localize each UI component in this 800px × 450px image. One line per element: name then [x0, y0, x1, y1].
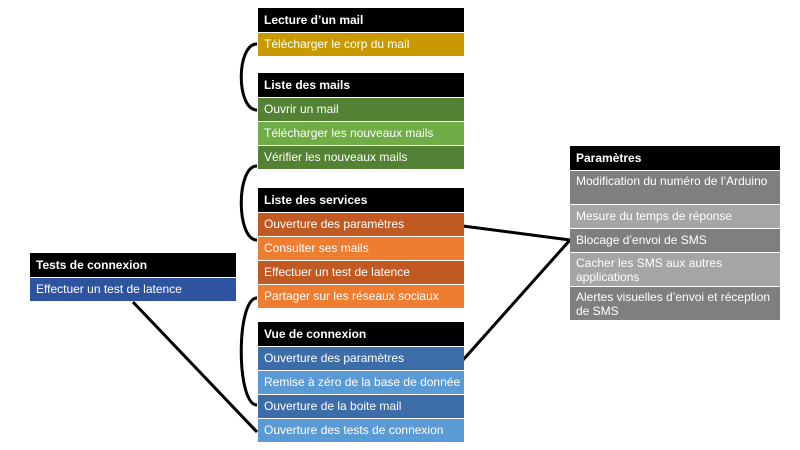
- connexion-item-boite-mail[interactable]: Ouverture de la boite mail: [258, 395, 464, 418]
- connexion-item-parametres[interactable]: Ouverture des paramètres: [258, 347, 464, 370]
- box-liste-services: Liste des services Ouverture des paramèt…: [258, 188, 464, 308]
- liste-mails-item-telecharger[interactable]: Télécharger les nouveaux mails: [258, 122, 464, 145]
- parametres-item-alertes-sms[interactable]: Alertes visuelles d’envoi et réception d…: [570, 287, 780, 320]
- parametres-item-temps-reponse[interactable]: Mesure du temps de réponse: [570, 205, 780, 228]
- connector-lecture-to-ouvrir: [239, 42, 258, 112]
- box-tests-connexion-title: Tests de connexion: [30, 253, 236, 277]
- box-lecture-mail: Lecture d’un mail Télécharger le corp du…: [258, 8, 464, 56]
- box-liste-mails: Liste des mails Ouvrir un mail Télécharg…: [258, 73, 464, 169]
- parametres-item-cacher-sms[interactable]: Cacher les SMS aux autres applications: [570, 253, 780, 286]
- tests-item-latence[interactable]: Effectuer un test de latence: [30, 278, 236, 301]
- lecture-item-telecharger-corps[interactable]: Télécharger le corp du mail: [258, 33, 464, 56]
- box-lecture-mail-title: Lecture d’un mail: [258, 8, 464, 32]
- services-item-partager[interactable]: Partager sur les réseaux sociaux: [258, 285, 464, 308]
- box-parametres: Paramètres Modification du numéro de l’A…: [570, 146, 780, 320]
- box-vue-connexion-title: Vue de connexion: [258, 322, 464, 346]
- parametres-item-blocage-sms[interactable]: Blocage d’envoi de SMS: [570, 229, 780, 252]
- services-item-mails[interactable]: Consulter ses mails: [258, 237, 464, 260]
- parametres-item-numero-arduino[interactable]: Modification du numéro de l’Arduino: [570, 171, 780, 204]
- box-liste-mails-title: Liste des mails: [258, 73, 464, 97]
- liste-mails-item-ouvrir[interactable]: Ouvrir un mail: [258, 98, 464, 121]
- connector-services-params-to-parametres: [462, 224, 571, 242]
- liste-mails-item-verifier[interactable]: Vérifier les nouveaux mails: [258, 146, 464, 169]
- connector-partager-to-boitemail: [239, 296, 258, 407]
- box-vue-connexion: Vue de connexion Ouverture des paramètre…: [258, 322, 464, 442]
- connexion-item-reset-db[interactable]: Remise à zéro de la base de donnée: [258, 371, 464, 394]
- connector-vue-params-to-parametres: [461, 239, 572, 361]
- box-tests-connexion: Tests de connexion Effectuer un test de …: [30, 253, 236, 301]
- box-parametres-title: Paramètres: [570, 146, 780, 170]
- services-item-parametres[interactable]: Ouverture des paramètres: [258, 213, 464, 236]
- services-item-latence[interactable]: Effectuer un test de latence: [258, 261, 464, 284]
- connector-verifier-to-consulter: [239, 164, 258, 242]
- connector-tests-to-vue-tests: [131, 300, 259, 434]
- connexion-item-tests[interactable]: Ouverture des tests de connexion: [258, 419, 464, 442]
- box-liste-services-title: Liste des services: [258, 188, 464, 212]
